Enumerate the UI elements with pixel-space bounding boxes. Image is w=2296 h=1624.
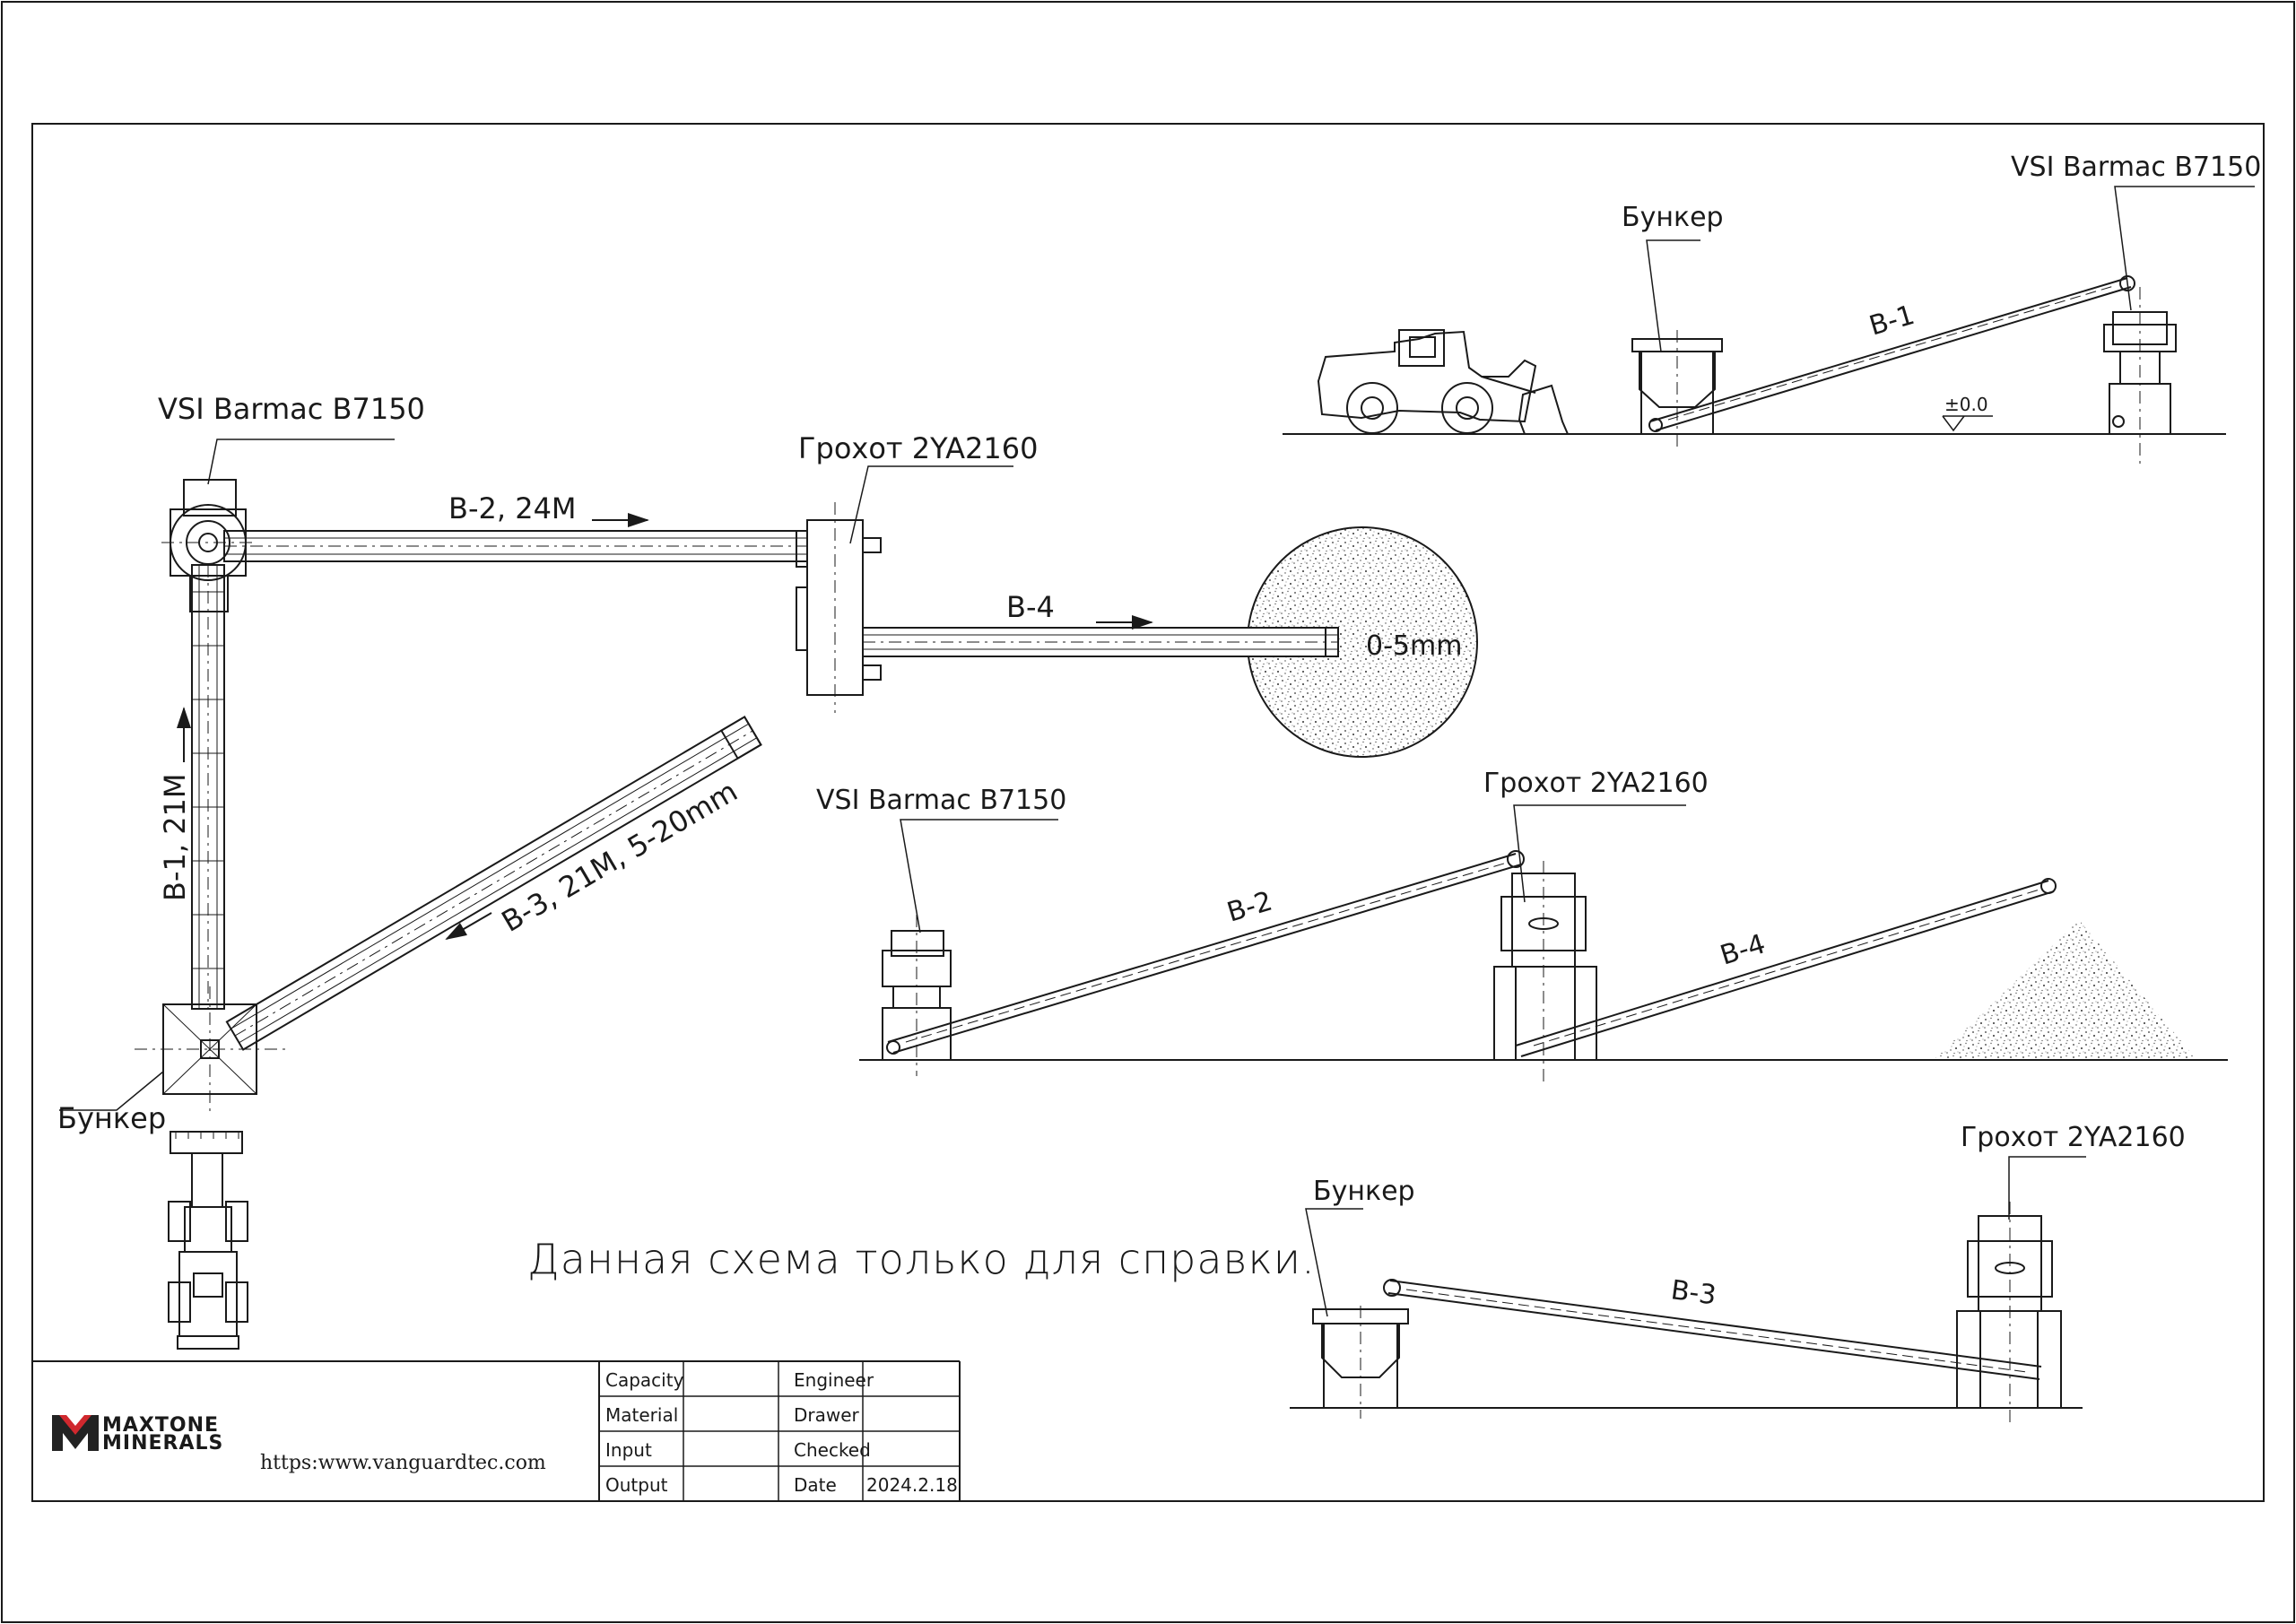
plan-vsi-label: VSI Barmac B7150 — [158, 392, 425, 426]
top-vsi-leader — [2114, 186, 2255, 311]
screen-elevation-bottom — [1956, 1202, 2062, 1426]
mid-b2-label: B-2 — [1223, 886, 1275, 929]
plan-b2-label: B-2, 24M — [448, 491, 577, 525]
mid-vsi-label: VSI Barmac B7150 — [816, 785, 1066, 816]
elevation-top — [1283, 186, 2255, 466]
top-hopper-leader — [1646, 239, 1700, 352]
conveyor-b2-elevation — [886, 850, 1525, 1055]
hopper-elevation-bottom — [1312, 1306, 1409, 1419]
plan-b1-label: B-1, 21M — [158, 773, 192, 901]
conveyor-b2-plan — [223, 530, 808, 562]
mid-screen-label: Грохот 2YA2160 — [1483, 768, 1709, 799]
conveyor-b1-elevation — [1648, 275, 2135, 432]
bottom-screen-label: Грохот 2YA2160 — [1961, 1122, 2186, 1153]
tb-label-capacity: Capacity — [605, 1369, 684, 1391]
conveyor-b4-plan — [862, 627, 1339, 657]
top-level-label: ±0.0 — [1944, 394, 1988, 415]
tb-role-date: Date — [794, 1474, 837, 1496]
hopper-elevation-top — [1631, 330, 1723, 448]
brand-name-line2: MINERALS — [102, 1432, 223, 1455]
tb-label-output: Output — [605, 1474, 668, 1496]
company-url: https:www.vanguardtec.com — [260, 1452, 546, 1474]
product-pile-plan — [1247, 526, 1478, 758]
bottom-hopper-leader — [1305, 1208, 1363, 1317]
vsi-elevation-top — [2103, 287, 2177, 466]
plan-view — [59, 439, 1478, 1350]
loader-plan — [168, 1131, 248, 1350]
mid-screen-leader — [1513, 804, 1686, 903]
conveyor-b3-plan — [225, 716, 762, 1051]
top-hopper-label: Бункер — [1622, 202, 1724, 233]
bottom-screen-leader — [2008, 1156, 2086, 1220]
plan-b3-label: B-3, 21M, 5-20mm — [496, 774, 744, 939]
title-block — [32, 1360, 961, 1501]
disclaimer-note: Данная схема только для справки. — [527, 1235, 1316, 1283]
vsi-crusher-plan — [161, 479, 255, 612]
tb-role-drawer: Drawer — [794, 1404, 860, 1426]
plan-hopper-leader — [59, 1071, 164, 1111]
plan-vsi-leader — [207, 439, 395, 485]
hopper-plan — [135, 986, 287, 1112]
mid-b4-label: B-4 — [1717, 928, 1770, 971]
bottom-hopper-label: Бункер — [1313, 1176, 1415, 1207]
conveyor-b3-elevation — [1383, 1279, 2042, 1380]
brand-name-line1: MAXTONE — [102, 1414, 219, 1437]
elevation-middle — [859, 804, 2228, 1085]
mid-vsi-leader — [900, 819, 1058, 934]
b3-direction-arrow — [445, 912, 492, 941]
plan-screen-label: Грохот 2YA2160 — [798, 431, 1038, 465]
bottom-b3-label: B-3 — [1669, 1274, 1718, 1311]
screen-elevation-mid — [1493, 861, 1597, 1085]
plan-product-label: 0-5mm — [1366, 630, 1462, 662]
tb-role-engineer: Engineer — [794, 1369, 874, 1391]
logo-mark-accent — [59, 1415, 91, 1435]
elevation-bottom — [1290, 1156, 2086, 1426]
tb-date-value: 2024.2.18 — [866, 1474, 958, 1496]
plan-screen-leader — [849, 465, 1013, 544]
tb-role-checked: Checked — [794, 1439, 871, 1461]
product-pile-elevation — [1935, 920, 2196, 1058]
drawing-frame — [31, 123, 2265, 1502]
conveyor-b1-plan — [191, 564, 225, 1010]
screen-plan — [796, 502, 882, 713]
brand-logo — [52, 1415, 99, 1451]
tb-label-input: Input — [605, 1439, 652, 1461]
wheel-loader-side — [1317, 329, 1570, 435]
level-mark — [1942, 415, 1993, 432]
plan-hopper-label: Бункер — [57, 1101, 166, 1135]
conveyor-b4-elevation — [1515, 878, 2057, 1057]
vsi-elevation-mid — [882, 915, 952, 1076]
plan-b4-label: B-4 — [1006, 590, 1055, 624]
tb-label-material: Material — [605, 1404, 678, 1426]
top-vsi-label: VSI Barmac B7150 — [2011, 152, 2261, 183]
top-b1-label: B-1 — [1866, 300, 1918, 343]
